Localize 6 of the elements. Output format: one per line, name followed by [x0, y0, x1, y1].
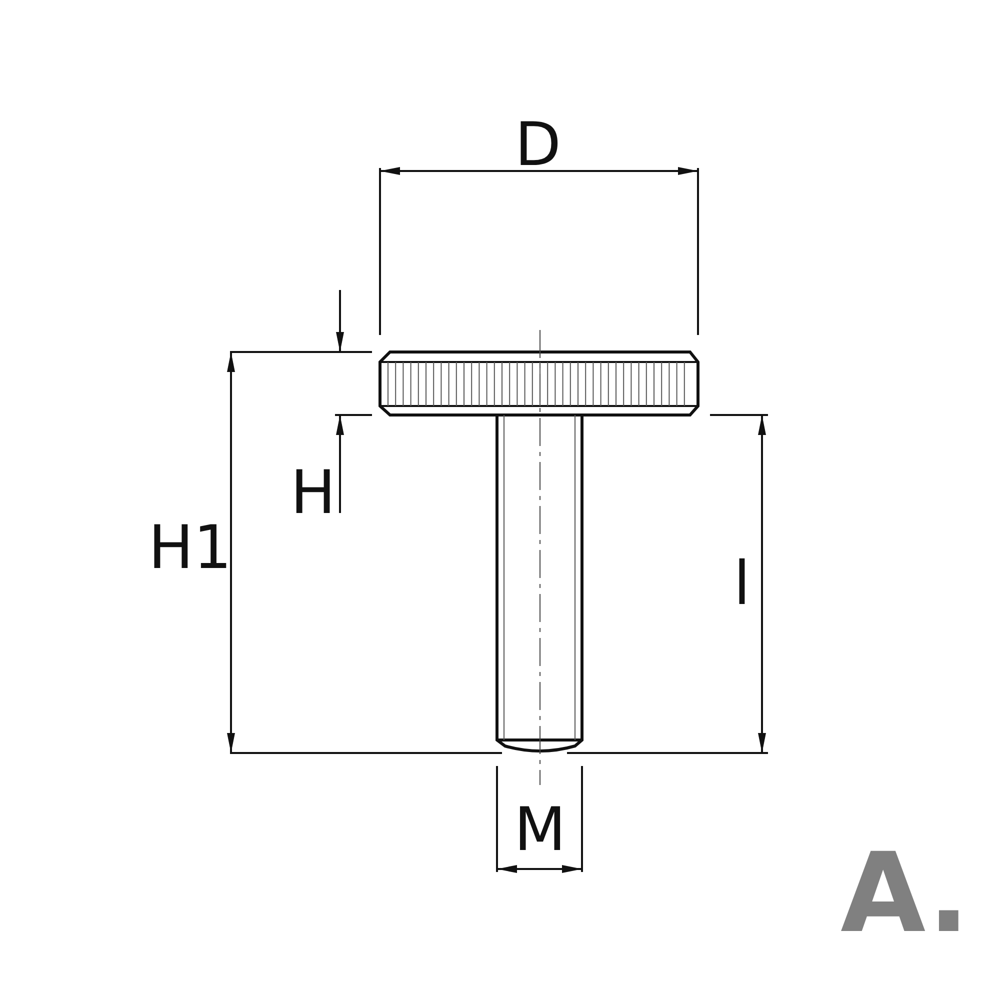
dimension-label: H1: [148, 518, 232, 578]
dimension-label: l: [734, 554, 750, 614]
dimension-label: M: [514, 800, 566, 860]
view-label: A.: [840, 838, 970, 948]
dimension-label: H: [290, 463, 336, 523]
dimension-label: D: [514, 115, 562, 175]
